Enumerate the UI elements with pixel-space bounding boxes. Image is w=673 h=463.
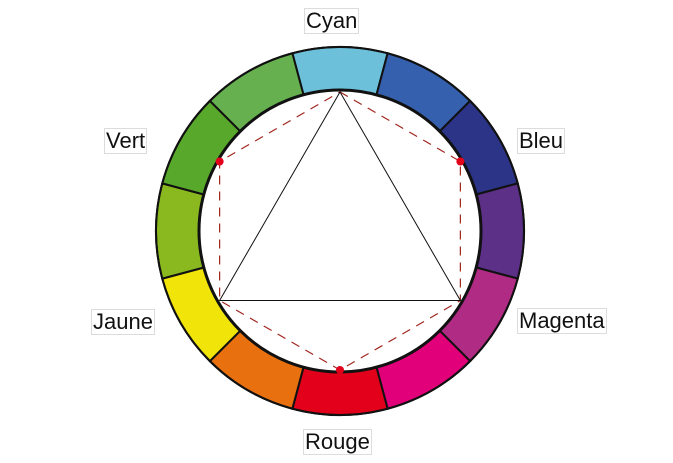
label-magenta: Magenta (517, 308, 607, 334)
secondary-dots (215, 157, 465, 374)
wheel-outer-rim (155, 46, 525, 416)
dot-vert (215, 157, 224, 166)
wheel-segment-yellow-green (155, 182, 206, 280)
label-rouge: Rouge (303, 429, 372, 455)
wheel-segment-cyan (291, 46, 389, 97)
wheel-segment-blue-violet (474, 182, 525, 280)
wheel-inner-rim (197, 88, 483, 374)
dot-bleu (456, 157, 465, 166)
wheel-segment-red (291, 365, 389, 416)
primary-triangle (218, 91, 462, 301)
label-bleu: Bleu (516, 128, 566, 154)
label-vert: Vert (103, 128, 148, 154)
label-cyan: Cyan (303, 8, 360, 34)
label-jaune: Jaune (91, 309, 155, 335)
dot-rouge (336, 366, 344, 374)
